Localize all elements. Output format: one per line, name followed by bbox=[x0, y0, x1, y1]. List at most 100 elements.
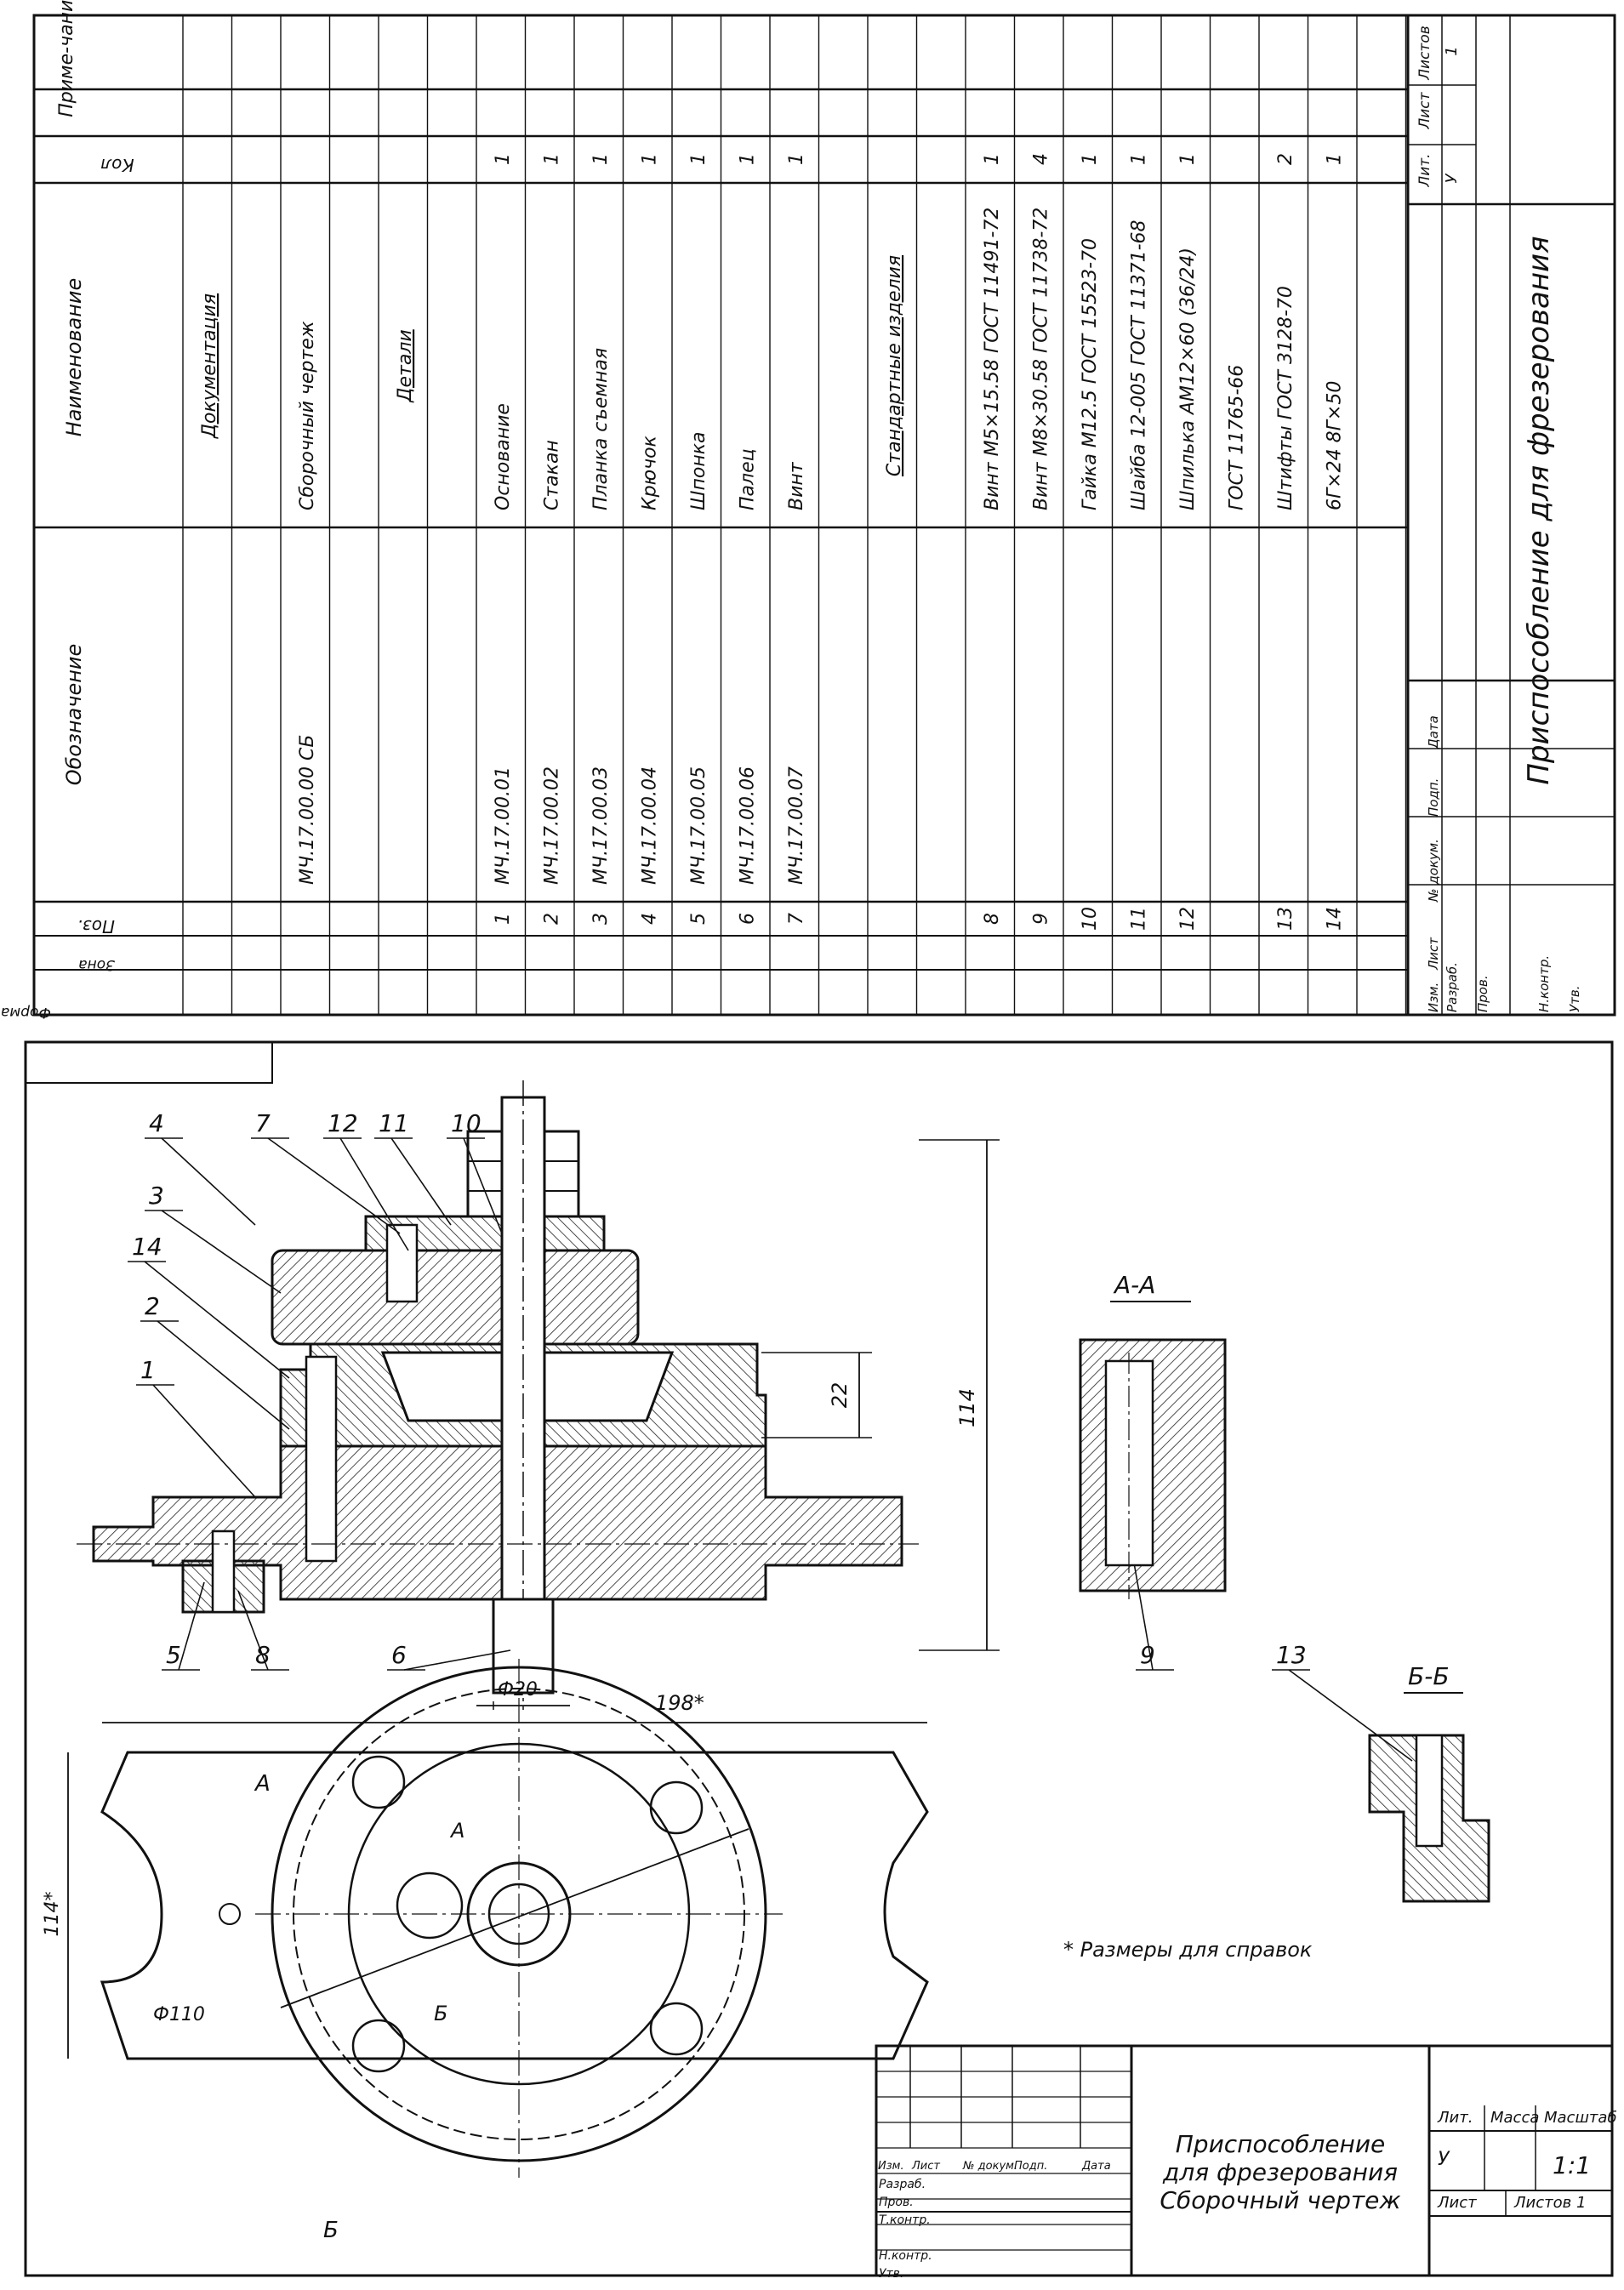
drawing-stamp-role: Т.контр. bbox=[879, 2213, 931, 2227]
spec-stamp-label: № докум. bbox=[1426, 839, 1441, 903]
dim-height: 114 bbox=[955, 1388, 979, 1427]
drawing-title-1: Приспособление bbox=[1176, 2130, 1386, 2158]
spec-stamp-lit-header: Лит. bbox=[1416, 153, 1433, 187]
drawing-stamp-role: Пров. bbox=[879, 2196, 914, 2209]
spec-row-pos: 2 bbox=[542, 913, 563, 925]
drawing-stamp-label: Изм. bbox=[878, 2160, 904, 2173]
spec-row-pos: 10 bbox=[1080, 907, 1101, 931]
spec-row-pos: 9 bbox=[1031, 913, 1052, 925]
callout-leader bbox=[161, 1210, 282, 1294]
spec-row-qty: 2 bbox=[1275, 153, 1296, 165]
drawing-sheets-header: Листов 1 bbox=[1513, 2194, 1586, 2212]
spec-row-designation: МЧ.17.00.05 bbox=[688, 766, 709, 885]
spec-row-qty: 1 bbox=[542, 153, 563, 165]
callout-label: 11 bbox=[379, 1109, 409, 1137]
spec-header-qty: Кол bbox=[100, 155, 134, 175]
dim-disc-dia: Ф110 bbox=[153, 2004, 205, 2025]
spec-row-name: ГОСТ 11765-66 bbox=[1227, 365, 1248, 510]
spec-stamp-label: Дата bbox=[1426, 715, 1441, 749]
spec-row-qty: 1 bbox=[738, 153, 759, 165]
spec-row-qty: 1 bbox=[493, 153, 514, 165]
spec-row-qty: 1 bbox=[688, 153, 709, 165]
spec-row-designation: МЧ.17.00.02 bbox=[542, 766, 563, 885]
callout-leader bbox=[161, 1137, 256, 1226]
callout-label: 13 bbox=[1276, 1641, 1307, 1669]
spec-row-designation: МЧ.17.00.00 СБ bbox=[297, 735, 318, 885]
spec-row-name: Винт bbox=[786, 461, 807, 510]
main-section-view bbox=[77, 1080, 919, 1710]
callout-leader bbox=[403, 1649, 511, 1671]
drawing-stamp: Приспособление для фрезерования Сборочны… bbox=[875, 2044, 1617, 2281]
spec-row-pos: 11 bbox=[1129, 907, 1150, 931]
dim-plan-height: 114* bbox=[42, 1892, 63, 1937]
callout-label: 14 bbox=[132, 1233, 162, 1261]
spec-row-name: Шпилька АМ12×60 (36/24) bbox=[1177, 248, 1199, 510]
drawing-mass-header: Масса bbox=[1490, 2109, 1539, 2127]
spec-row-name: Сборочный чертеж bbox=[297, 321, 318, 510]
spec-stamp-sheets-header: Листов bbox=[1416, 26, 1433, 81]
section-mark-b: Б bbox=[434, 2002, 447, 2025]
spec-row-pos: 1 bbox=[493, 913, 514, 925]
callout-label: 4 bbox=[149, 1109, 164, 1137]
spec-row-qty: 1 bbox=[590, 153, 612, 165]
spec-row-qty: 1 bbox=[982, 153, 1003, 165]
callout-leader bbox=[178, 1581, 205, 1671]
drawing-lit-value: У bbox=[1438, 2149, 1450, 2170]
callout-label: 1 bbox=[140, 1356, 156, 1384]
spec-row-designation: МЧ.17.00.04 bbox=[640, 766, 661, 885]
spec-header-pos: Поз. bbox=[77, 916, 115, 937]
spec-row-designation: МЧ.17.00.01 bbox=[493, 766, 514, 885]
spec-row-lines bbox=[182, 15, 1407, 1015]
callout-leader bbox=[339, 1137, 409, 1251]
section-mark-a-2: А bbox=[449, 1819, 464, 1843]
callout-label: 7 bbox=[255, 1109, 271, 1137]
spec-row-name: Детали bbox=[395, 329, 416, 402]
spec-row-qty: 1 bbox=[1080, 153, 1101, 165]
spec-row-pos: 12 bbox=[1177, 907, 1199, 931]
spec-row-pos: 8 bbox=[982, 913, 1003, 925]
spec-header: Формат Зона Поз. Обозначение Наименовани… bbox=[0, 0, 134, 1021]
drawing-stamp-label: Подп. bbox=[1014, 2160, 1047, 2173]
spec-stamp-role: Н.контр. bbox=[1536, 955, 1552, 1012]
spec-row-name: Стакан bbox=[542, 440, 563, 510]
spec-stamp-role: Разраб. bbox=[1445, 962, 1460, 1012]
section-mark-a: А bbox=[254, 1771, 271, 1797]
specification-sheet bbox=[32, 14, 1616, 1017]
section-bb-title: Б-Б bbox=[1408, 1662, 1450, 1690]
callout-leader bbox=[144, 1261, 290, 1379]
main-view-dimensions: 114 22 Ф20 bbox=[476, 1139, 1000, 1710]
spec-row-designation: МЧ.17.00.07 bbox=[786, 766, 807, 885]
spec-row-name: Стандартные изделия bbox=[884, 255, 905, 476]
spec-row-pos: 14 bbox=[1325, 907, 1346, 931]
spec-row-name: Штифты ГОСТ 3128-70 bbox=[1275, 286, 1296, 510]
drawing-lit-header: Лит. bbox=[1437, 2109, 1473, 2127]
spec-row-name: Гайка М12.5 ГОСТ 15523-70 bbox=[1080, 238, 1101, 510]
spec-row-name: Шайба 12-005 ГОСТ 11371-68 bbox=[1129, 219, 1150, 510]
callout-leader bbox=[237, 1590, 269, 1671]
spec-row-pos: 7 bbox=[786, 913, 807, 925]
drawing-stamp-grid bbox=[876, 2046, 1612, 2251]
spec-row-name: Документация bbox=[199, 293, 220, 439]
drawing-stamp-role: Утв. bbox=[879, 2267, 903, 2281]
spec-row-name: 6Г×24 8Г×50 bbox=[1325, 381, 1346, 510]
spec-stamp-grid bbox=[1407, 15, 1615, 1015]
plan-view: 198* 114* Ф110 А А Б Б bbox=[42, 1659, 929, 2243]
spec-row-pos: 3 bbox=[590, 913, 612, 925]
spec-stamp-label: Лист bbox=[1426, 937, 1441, 971]
callout-leader bbox=[463, 1137, 503, 1234]
spec-header-designation: Обозначение bbox=[62, 644, 86, 786]
spec-stamp-title: Приспособление для фрезерования bbox=[1522, 236, 1556, 784]
spec-row-designation: МЧ.17.00.06 bbox=[738, 766, 759, 885]
callout-leader bbox=[152, 1384, 256, 1498]
spec-row-name: Винт М8×30.58 ГОСТ 11738-72 bbox=[1031, 208, 1052, 510]
dim-depth: 22 bbox=[828, 1382, 852, 1409]
drawing-scale-value: 1:1 bbox=[1553, 2151, 1591, 2179]
spec-header-format: Формат bbox=[0, 1004, 51, 1021]
callout-label: 5 bbox=[166, 1641, 181, 1669]
